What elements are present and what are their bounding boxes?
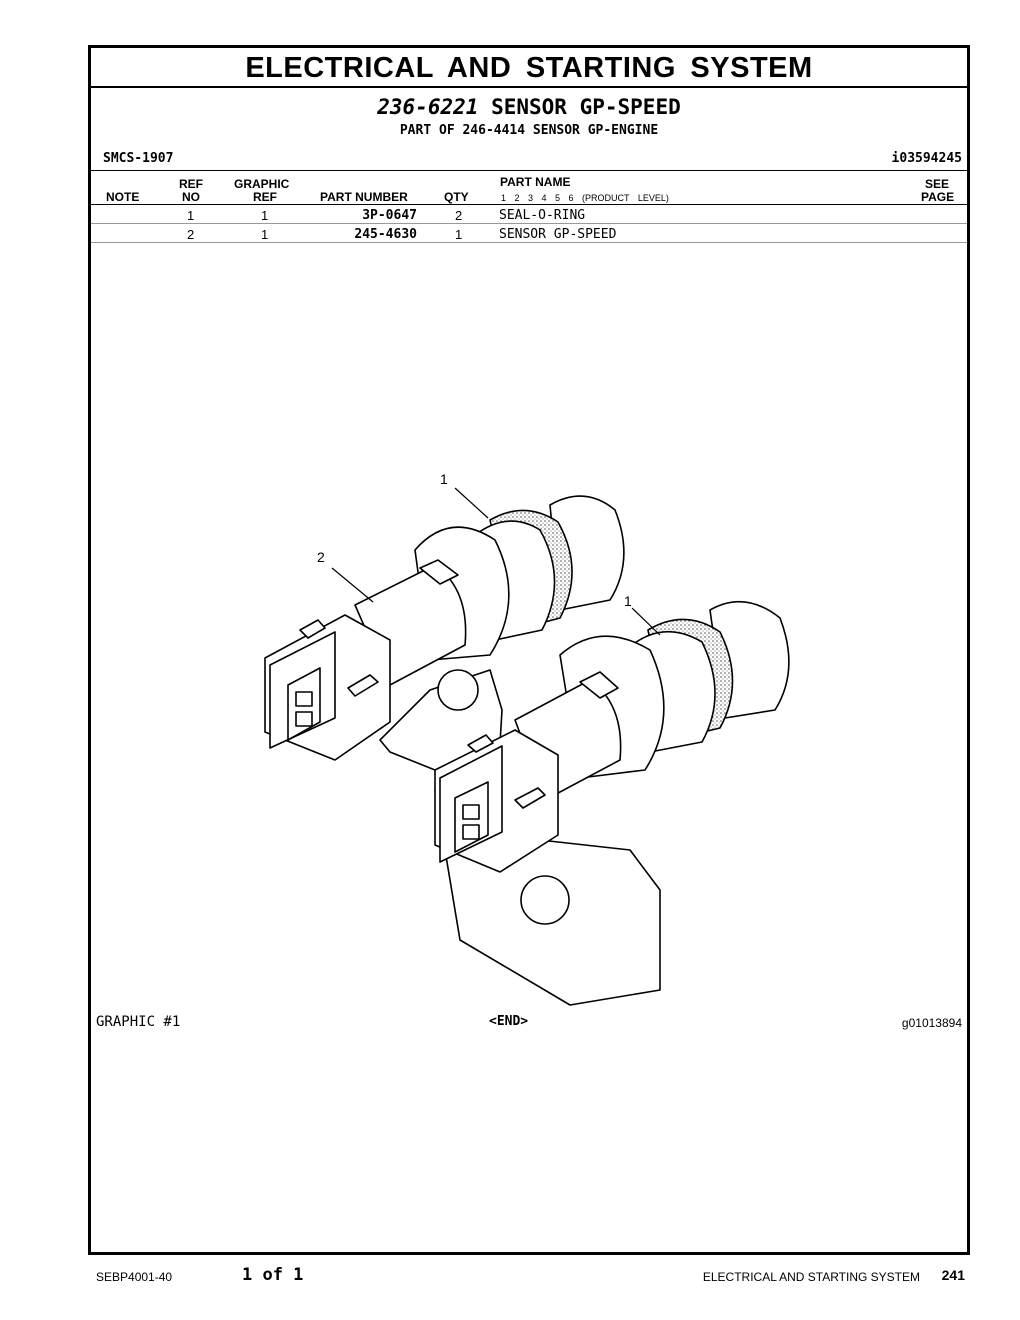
row2-part-name: SENSOR GP-SPEED — [499, 227, 617, 242]
row2-graphic-ref: 1 — [261, 227, 269, 242]
tab-a — [299, 619, 326, 639]
smcs-code: SMCS-1907 — [103, 151, 174, 166]
row1-ref: 1 — [187, 208, 195, 223]
callout-1b: 1 — [624, 593, 632, 609]
row1-graphic-ref: 1 — [261, 208, 269, 223]
footer-page-of: 1 of 1 — [242, 1265, 304, 1285]
footer-section: ELECTRICAL AND STARTING SYSTEM — [702, 1270, 920, 1284]
key-b — [579, 671, 619, 699]
row-divider — [91, 242, 967, 243]
pin-b1 — [462, 804, 480, 820]
pin-a2 — [295, 711, 313, 727]
leader-line-1a — [454, 487, 489, 519]
header-ref-bottom: NO — [182, 190, 200, 204]
row1-part-name: SEAL-O-RING — [499, 208, 586, 223]
footer-doc-id: SEBP4001-40 — [96, 1270, 173, 1284]
footer-page-number: 241 — [941, 1267, 965, 1283]
sensor-b — [434, 600, 790, 1006]
group-name: SENSOR GP-SPEED — [491, 95, 681, 119]
header-graphic-bottom: REF — [253, 190, 277, 204]
callout-2: 2 — [317, 549, 325, 565]
header-part-number: PART NUMBER — [320, 190, 408, 204]
header-note: NOTE — [106, 190, 140, 204]
pin-a1 — [295, 691, 313, 707]
tab-b — [467, 734, 494, 753]
header-bottom-rule — [91, 204, 967, 205]
row2-qty: 1 — [455, 227, 463, 242]
header-part-name: PART NAME — [500, 175, 571, 189]
row1-qty: 2 — [455, 208, 463, 223]
header-top-rule — [91, 170, 967, 171]
header-qty: QTY — [444, 190, 469, 204]
header-graphic-top: GRAPHIC — [234, 177, 290, 191]
latch-a — [347, 674, 379, 697]
row1-part-number: 3P-0647 — [362, 208, 417, 223]
row-divider — [91, 223, 967, 224]
header-see-bottom: PAGE — [921, 190, 955, 204]
pin-b2 — [462, 824, 480, 840]
system-title: ELECTRICAL AND STARTING SYSTEM — [91, 48, 967, 88]
sensor-illustration: 1 2 1 — [264, 471, 790, 1006]
header-see-top: SEE — [925, 177, 950, 191]
sensor-a — [264, 495, 625, 791]
key-a — [419, 559, 459, 585]
latch-b — [514, 787, 546, 809]
illustration-id: i03594245 — [891, 151, 962, 166]
graphic-id: g01013894 — [901, 1016, 962, 1030]
header-product-levels: 1 2 3 4 5 6 (PRODUCT LEVEL) — [501, 193, 669, 203]
group-title: 236-6221 SENSOR GP-SPEED — [91, 95, 967, 119]
header-ref-top: REF — [179, 177, 203, 191]
group-part-number: 236-6221 — [377, 95, 479, 119]
bolt-hole-b — [520, 875, 570, 925]
leader-line-1b — [631, 607, 661, 636]
row2-ref: 2 — [187, 227, 195, 242]
part-of-line: PART OF 246-4414 SENSOR GP-ENGINE — [399, 123, 659, 138]
leader-line-2 — [331, 567, 374, 603]
callout-1a: 1 — [440, 471, 448, 487]
graphic-label: GRAPHIC #1 — [96, 1014, 181, 1030]
row2-part-number: 245-4630 — [354, 227, 417, 242]
bolt-hole-a — [437, 669, 479, 711]
end-label: <END> — [489, 1014, 529, 1029]
page-frame: ELECTRICAL AND STARTING SYSTEM 236-6221 … — [88, 45, 970, 1255]
